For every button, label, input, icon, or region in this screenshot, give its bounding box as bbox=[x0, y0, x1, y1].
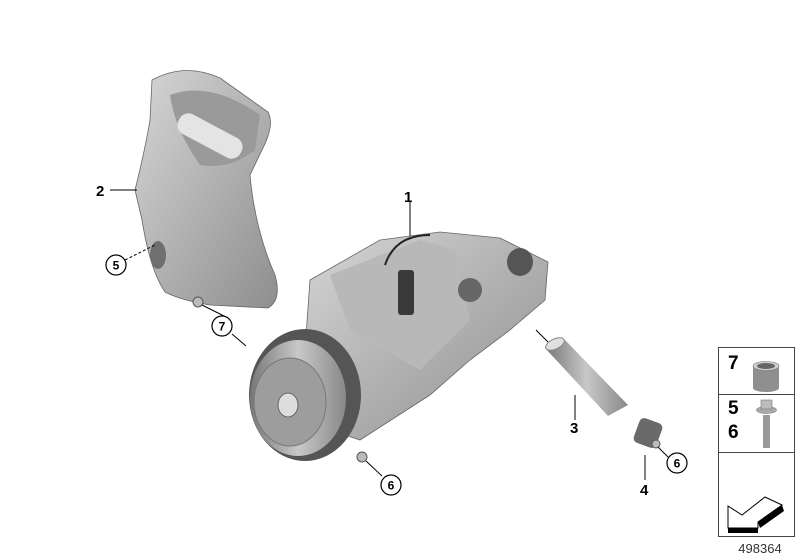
compressor-part bbox=[249, 231, 549, 463]
svg-text:5: 5 bbox=[113, 259, 120, 273]
svg-text:6: 6 bbox=[388, 479, 395, 493]
diagram-id: 498364 bbox=[738, 541, 781, 556]
bracket-part bbox=[134, 70, 278, 309]
callout-4: 4 bbox=[640, 482, 649, 499]
cap-part bbox=[633, 418, 663, 449]
legend-num-6: 6 bbox=[728, 422, 739, 443]
callout-2: 2 bbox=[96, 183, 104, 200]
legend-panel: 7 5 6 bbox=[718, 347, 795, 537]
svg-text:7: 7 bbox=[219, 320, 226, 334]
dryer-cartridge-part bbox=[545, 337, 628, 416]
svg-text:6: 6 bbox=[674, 457, 681, 471]
callout-1: 1 bbox=[404, 189, 412, 206]
legend-num-7: 7 bbox=[728, 353, 739, 374]
legend-num-5: 5 bbox=[728, 398, 739, 419]
callout-7: 7 bbox=[211, 315, 233, 337]
callout-6-compressor: 6 bbox=[380, 474, 402, 496]
callout-6-cap: 6 bbox=[666, 452, 688, 474]
callout-3: 3 bbox=[570, 420, 578, 437]
bolt-icon bbox=[756, 399, 777, 448]
callout-5: 5 bbox=[105, 254, 127, 276]
sleeve-icon bbox=[752, 361, 780, 392]
arrow-direction-icon bbox=[727, 496, 784, 533]
leader-lines bbox=[110, 189, 669, 480]
